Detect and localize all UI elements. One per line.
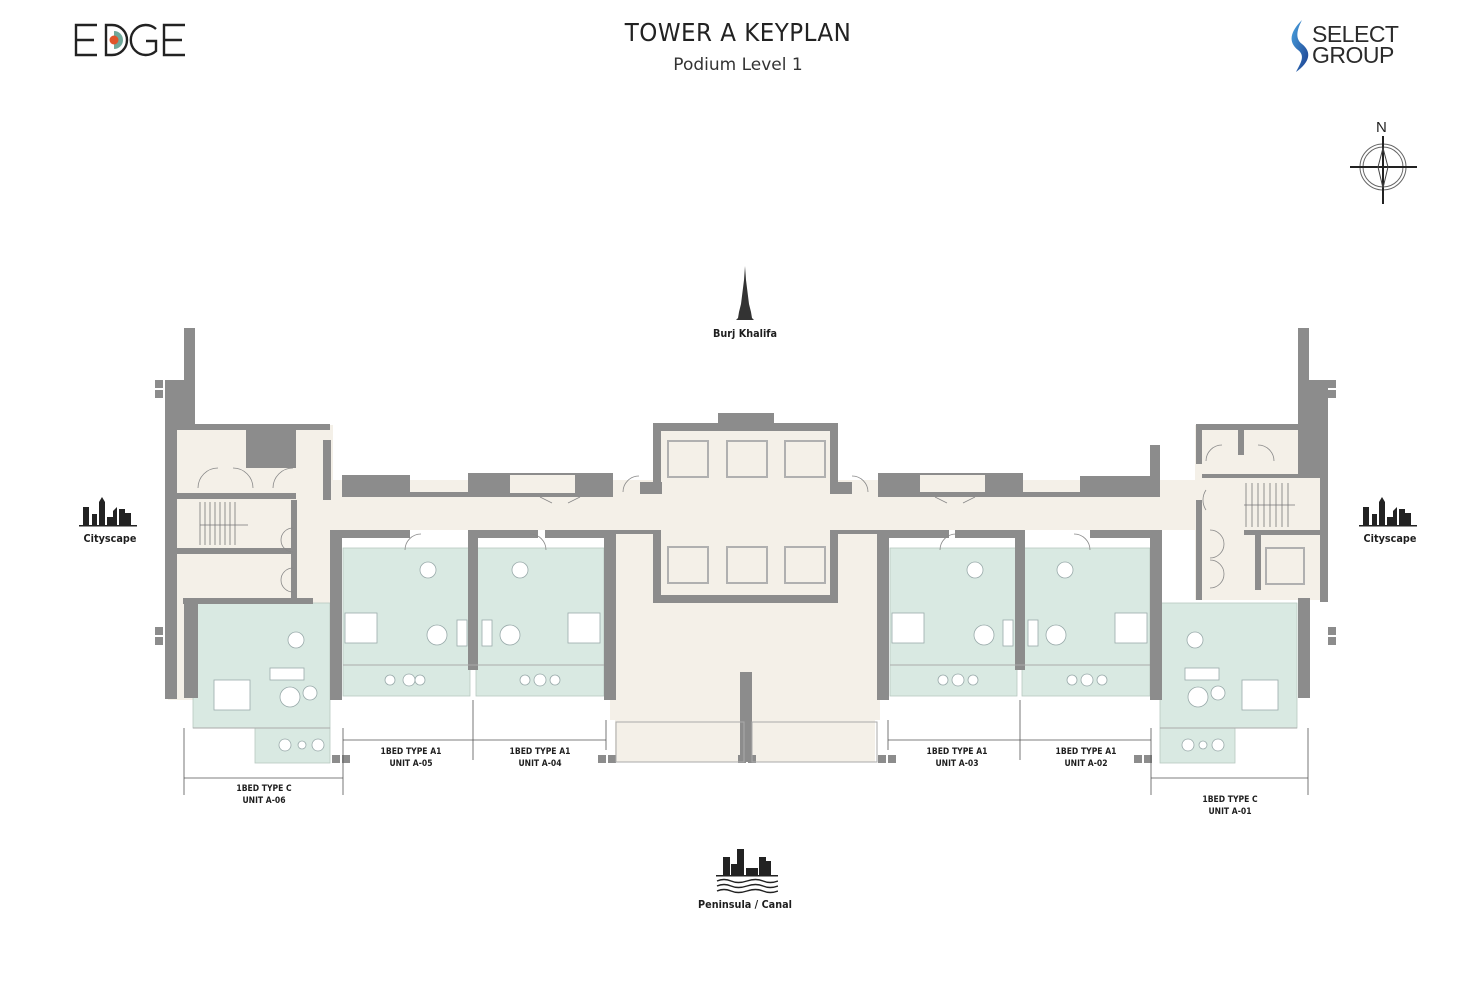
unit-label-a04[interactable]: 1BED TYPE A1 UNIT A-04 <box>495 746 585 770</box>
unit-number: UNIT A-04 <box>518 759 562 769</box>
cityscape-skyline-icon <box>1359 497 1417 527</box>
unit-label-a01[interactable]: 1BED TYPE C UNIT A-01 <box>1185 794 1275 818</box>
select-group-flame-logo <box>1291 20 1309 72</box>
unit-type: 1BED TYPE C <box>1202 795 1258 805</box>
unit-label-a03[interactable]: 1BED TYPE A1 UNIT A-03 <box>912 746 1002 770</box>
unit-number: UNIT A-06 <box>242 796 286 806</box>
dimension-lines <box>183 700 1309 795</box>
unit-label-a02[interactable]: 1BED TYPE A1 UNIT A-02 <box>1041 746 1131 770</box>
north-view-label: Burj Khalifa <box>712 327 778 340</box>
edge-logo <box>74 23 185 57</box>
glazing <box>193 664 1297 763</box>
unit-number: UNIT A-01 <box>1208 807 1252 817</box>
unit-type: 1BED TYPE C <box>236 784 292 794</box>
unit-number: UNIT A-05 <box>389 759 433 769</box>
unit-number: UNIT A-03 <box>935 759 979 769</box>
unit-number: UNIT A-02 <box>1064 759 1108 769</box>
page-subtitle: Podium Level 1 <box>673 55 803 75</box>
unit-type: 1BED TYPE A1 <box>380 747 442 757</box>
unit-label-a05[interactable]: 1BED TYPE A1 UNIT A-05 <box>366 746 456 770</box>
elevator-cabs <box>667 440 1305 585</box>
cityscape-skyline-icon <box>79 497 137 527</box>
west-view-label: Cityscape <box>83 532 137 545</box>
furniture <box>213 561 1279 752</box>
select-group-wordmark: SELECT GROUP <box>1312 21 1399 68</box>
select-group-line1: SELECT <box>1312 21 1399 47</box>
compass-north-label: N <box>1376 119 1387 136</box>
page-title: TOWER A KEYPLAN <box>624 18 852 47</box>
door-swings <box>197 444 1275 593</box>
stairs <box>199 483 1295 545</box>
burj-khalifa-icon <box>736 266 754 320</box>
east-view-label: Cityscape <box>1363 532 1417 545</box>
north-arrow-compass-icon <box>1350 136 1417 204</box>
unit-type: 1BED TYPE A1 <box>509 747 571 757</box>
unit-type: 1BED TYPE A1 <box>926 747 988 757</box>
south-view-label: Peninsula / Canal <box>698 898 792 911</box>
unit-type: 1BED TYPE A1 <box>1055 747 1117 757</box>
peninsula-canal-icon <box>716 849 778 894</box>
select-group-line2: GROUP <box>1312 42 1394 68</box>
walls <box>155 328 1336 763</box>
unit-label-a06[interactable]: 1BED TYPE C UNIT A-06 <box>219 783 309 807</box>
